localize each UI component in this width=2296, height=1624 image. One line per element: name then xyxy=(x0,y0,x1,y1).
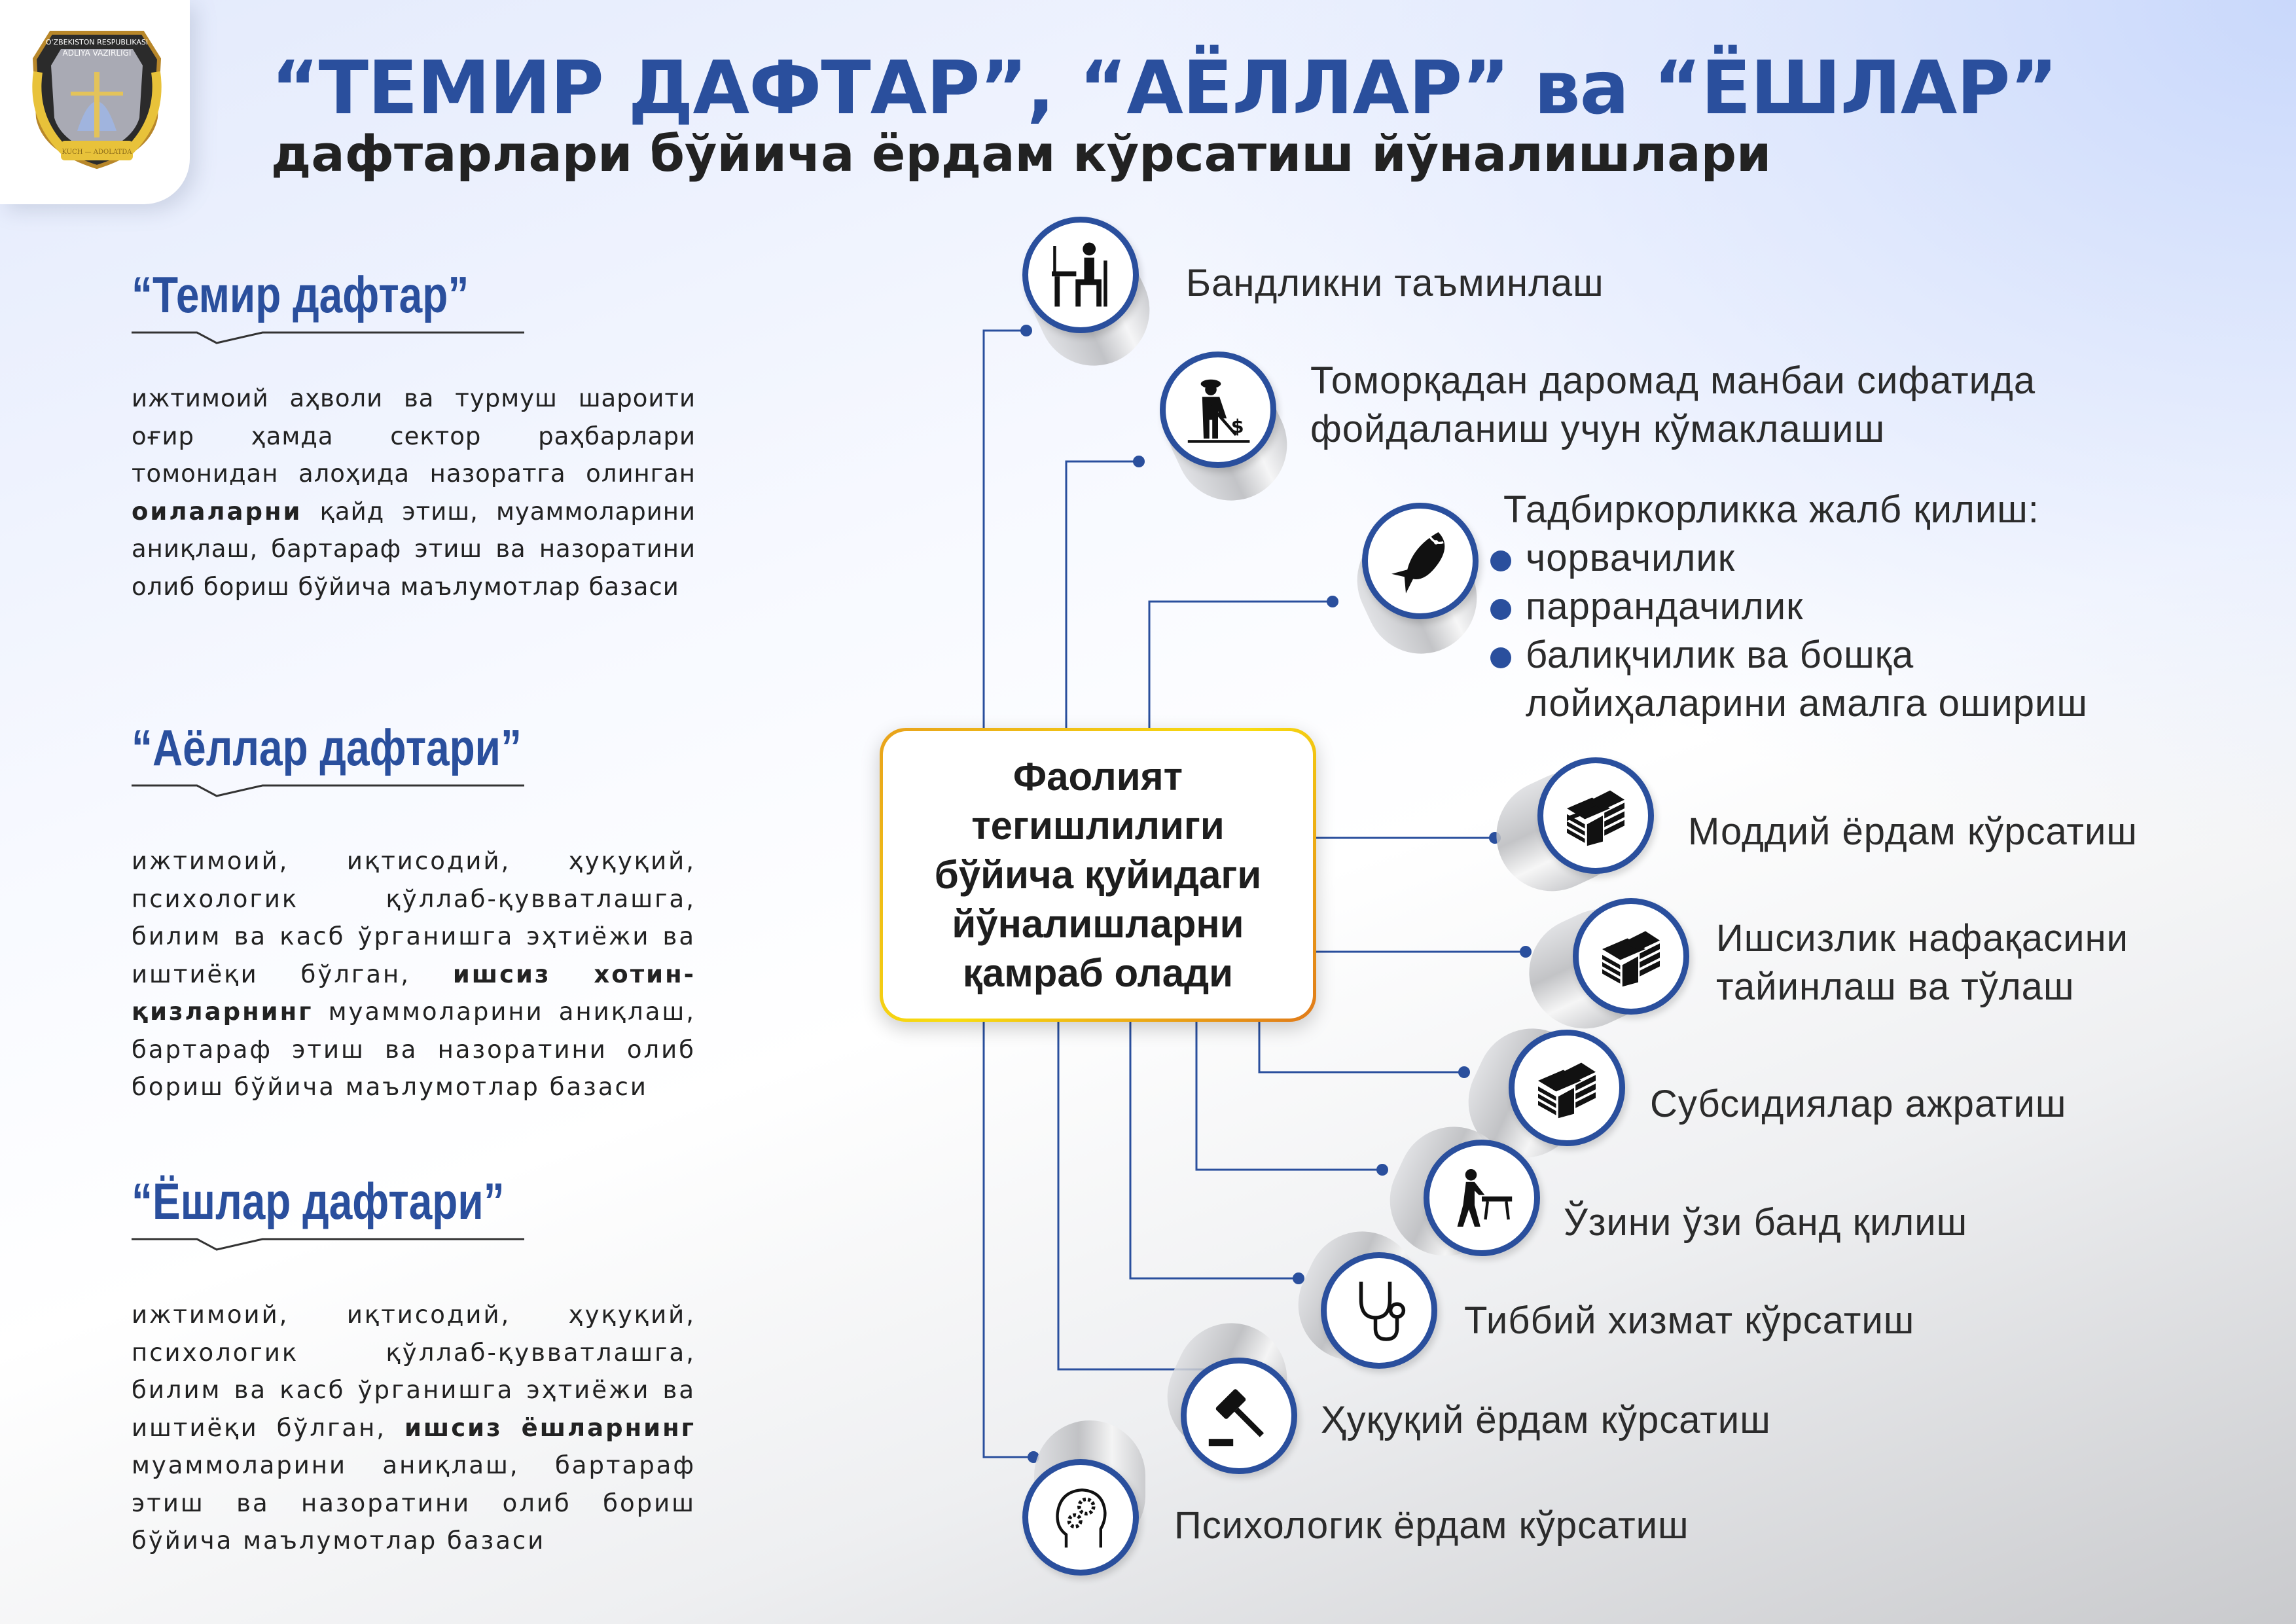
direction-node-self-employment xyxy=(1424,1140,1540,1256)
direction-node-legal xyxy=(1181,1358,1297,1474)
section-description: ижтимоий аҳволи ва турмуш шароити оғир ҳ… xyxy=(132,384,696,601)
direction-node-psychological xyxy=(1022,1459,1139,1576)
direction-label: Ўзини ўзи банд қилиш xyxy=(1564,1201,1968,1244)
heading-underline xyxy=(132,784,524,797)
bullet-item: чорвачилик xyxy=(1490,534,2088,583)
head-gears-icon xyxy=(1056,1488,1107,1548)
money-stack-icon xyxy=(1602,931,1660,987)
svg-text:$: $ xyxy=(1231,415,1244,437)
section-heading: “Аёллар дафтари” xyxy=(132,719,522,776)
ministry-emblem: O'ZBEKISTON RESPUBLIKASI ADLIYA VAZIRLIG… xyxy=(32,31,162,170)
fish-icon xyxy=(1391,532,1445,594)
emblem-text-top: O'ZBEKISTON RESPUBLIKASI xyxy=(46,38,148,46)
direction-node-subsidies xyxy=(1509,1030,1625,1146)
farmer-icon: $ xyxy=(1187,379,1250,443)
money-stack-icon xyxy=(1567,790,1624,846)
bullet-item: балиқчилик ва бошқа xyxy=(1490,631,2088,679)
section-temir-daftar: “Темир дафтар” ижтимоий аҳволи ва турмуш… xyxy=(132,265,696,605)
direction-node-garden: $ xyxy=(1160,352,1276,468)
emblem-motto: KUCH — ADOLATDA xyxy=(62,149,133,156)
direction-label: Моддий ёрдам кўрсатиш xyxy=(1688,810,2138,853)
logo-card: O'ZBEKISTON RESPUBLIKASI ADLIYA VAZIRLIG… xyxy=(0,0,190,204)
section-description: ижтимоий, иқтисодий, ҳуқуқий, психологик… xyxy=(132,1301,696,1555)
direction-node-medical xyxy=(1321,1252,1437,1369)
direction-label: Субсидиялар ажратиш xyxy=(1650,1083,2067,1125)
bullet-icon xyxy=(1490,647,1511,668)
direction-node-employment xyxy=(1022,217,1139,333)
heading-underline xyxy=(132,331,524,344)
section-heading: “Ёшлар дафтари” xyxy=(132,1172,505,1230)
center-summary-box: Фаолият тегишлилиги бўйича қуйидаги йўна… xyxy=(880,728,1316,1022)
office-worker-icon xyxy=(1052,242,1107,307)
emblem-text-middle: ADLIYA VAZIRLIGI xyxy=(63,48,132,58)
bullet-icon xyxy=(1490,550,1511,571)
stethoscope-icon xyxy=(1359,1282,1406,1341)
money-stack-icon xyxy=(1538,1062,1596,1119)
bullet-icon xyxy=(1490,598,1511,620)
center-summary-text: Фаолият тегишлилиги бўйича қуйидаги йўна… xyxy=(883,731,1313,1019)
direction-label: Тиббий хизмат кўрсатиш xyxy=(1464,1299,1915,1342)
direction-node-unemployment-benefit xyxy=(1573,898,1689,1015)
page-subtitle: дафтарлари бўйича ёрдам кўрсатиш йўналиш… xyxy=(271,124,1772,183)
section-yoshlar-daftari: “Ёшлар дафтари” ижтимоий, иқтисодий, ҳуқ… xyxy=(132,1172,696,1560)
page-title: “ТЕМИР ДАФТАР”, “АЁЛЛАР” ва “ЁШЛАР” xyxy=(271,46,2058,131)
heading-underline xyxy=(132,1238,524,1251)
direction-node-material-aid xyxy=(1537,757,1654,874)
gavel-icon xyxy=(1208,1389,1265,1447)
direction-label: Тадбиркорликка жалб қилиш: чорвачилик па… xyxy=(1490,486,2088,728)
direction-label: Бандликни таъминлаш xyxy=(1186,262,1604,304)
craftsman-icon xyxy=(1457,1169,1513,1227)
bullet-item: паррандачилик xyxy=(1490,583,2088,631)
direction-label: Психологик ёрдам кўрсатиш xyxy=(1174,1504,1689,1547)
section-ayollar-daftari: “Аёллар дафтари” ижтимоий, иқтисодий, ҳу… xyxy=(132,718,696,1106)
direction-node-entrepreneurship xyxy=(1362,503,1479,619)
direction-label: Ҳуқуқий ёрдам кўрсатиш xyxy=(1321,1399,1771,1441)
section-heading: “Темир дафтар” xyxy=(132,266,469,323)
section-description: ижтимоий, иқтисодий, ҳуқуқий, психологик… xyxy=(132,847,696,1101)
